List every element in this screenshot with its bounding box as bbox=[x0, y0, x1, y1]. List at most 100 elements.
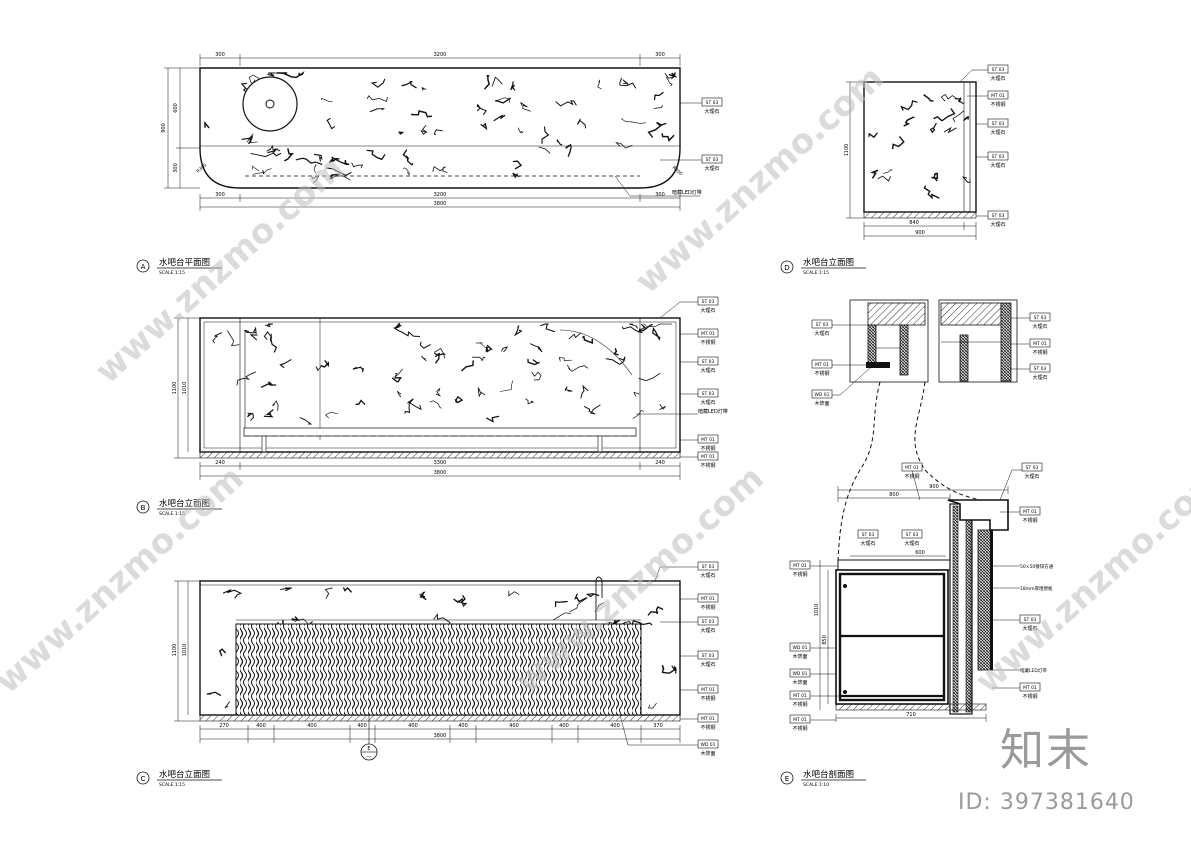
marble-vein bbox=[520, 102, 531, 112]
tag-e-d2-1: ST 03 大理石 bbox=[1011, 312, 1051, 330]
marble-vein bbox=[410, 110, 433, 118]
tag-d-4-code: ST 03 bbox=[992, 154, 1005, 160]
marble-vein bbox=[632, 409, 644, 419]
dim-a-top-3: 300 bbox=[655, 52, 665, 58]
tag-e-6: ST 03 大理石 bbox=[992, 614, 1041, 632]
section-marker-bottom: — bbox=[367, 754, 372, 760]
marble-vein bbox=[265, 323, 273, 328]
tag-e-left-3-code: WD 01 bbox=[792, 671, 807, 677]
marble-vein bbox=[647, 121, 667, 138]
tag-e-7: MT 01 不锈钢 bbox=[992, 682, 1041, 700]
marble-vein bbox=[558, 357, 572, 362]
brand-logo-text: 知末 bbox=[1000, 725, 1092, 776]
view-a-marker bbox=[136, 259, 150, 273]
marble-vein bbox=[638, 324, 653, 333]
tag-e-left-1-material: 不锈钢 bbox=[792, 571, 807, 578]
dim-c-texts: 270 400 400 400 400 400 400 400 400 370 bbox=[219, 723, 663, 729]
marble-vein bbox=[613, 348, 619, 356]
tag-e-5: MT 01 不锈钢 bbox=[1000, 506, 1041, 524]
dim-c-left-2: 1010 bbox=[182, 644, 188, 657]
view-c-letter: C bbox=[141, 775, 146, 783]
tag-e-4: ST 03 大理石 bbox=[901, 529, 923, 547]
marble-vein bbox=[513, 325, 523, 337]
tag-e-d2-3: ST 03 大理石 bbox=[1011, 363, 1051, 381]
tag-c-5-code: MT 01 bbox=[701, 687, 715, 693]
marble-vein bbox=[355, 399, 366, 406]
marble-vein bbox=[877, 175, 891, 182]
marble-vein bbox=[291, 616, 300, 622]
tag-b-6: MT 01 不锈钢 bbox=[680, 451, 719, 469]
marble-vein bbox=[398, 330, 421, 338]
section-countertop bbox=[837, 559, 951, 571]
marble-vein bbox=[453, 595, 466, 604]
dim-b-bottom-2: 3300 bbox=[434, 460, 447, 466]
marble-vein bbox=[227, 330, 240, 347]
marble-vein bbox=[940, 93, 958, 102]
marble-texture-d bbox=[868, 93, 971, 200]
marble-vein bbox=[556, 139, 563, 146]
marble-vein bbox=[279, 359, 292, 368]
tag-e-d2-3-material: 大理石 bbox=[1032, 374, 1047, 381]
marble-vein bbox=[263, 331, 273, 342]
dim-a-total: 3800 bbox=[434, 201, 447, 207]
dim-c-bottom-10: 370 bbox=[653, 723, 663, 729]
tag-d-4-material: 大理石 bbox=[990, 162, 1005, 169]
tag-c-7-code: WD 01 bbox=[700, 742, 715, 748]
marble-vein bbox=[313, 153, 323, 162]
marble-vein bbox=[868, 132, 878, 139]
tag-b-5: MT 01 不锈钢 bbox=[680, 434, 719, 452]
marble-vein bbox=[218, 648, 226, 657]
marble-vein bbox=[224, 701, 231, 709]
tag-e-fangguan: 50×50镀锌方通 bbox=[992, 563, 1054, 570]
marble-vein bbox=[485, 344, 493, 353]
tag-e-2: ST 03 大理石 bbox=[999, 462, 1043, 501]
tag-e-fangguan-text: 50×50镀锌方通 bbox=[1020, 563, 1054, 570]
elevation-view-b: 240 3300 240 3800 1100 1010 ST 03 大理石 MT… bbox=[136, 296, 728, 517]
marble-vein bbox=[652, 326, 661, 341]
marble-vein bbox=[621, 326, 643, 334]
view-c-title: 水吧台立面图 bbox=[159, 769, 210, 780]
elevation-view-c: 270 400 400 400 400 400 400 400 400 370 … bbox=[136, 561, 719, 788]
tag-e-3: ST 03 大理石 bbox=[857, 529, 879, 547]
tag-b-3: ST 03 大理石 bbox=[680, 356, 719, 374]
marble-vein bbox=[568, 332, 582, 340]
view-e-marker bbox=[780, 771, 794, 785]
dim-a-bottom-1: 300 bbox=[215, 192, 225, 198]
marble-vein bbox=[206, 691, 222, 696]
marble-vein bbox=[370, 78, 386, 88]
marble-vein bbox=[653, 105, 663, 110]
view-d-letter: D bbox=[784, 264, 789, 272]
marble-vein bbox=[432, 166, 448, 173]
plinth-b bbox=[199, 451, 681, 459]
section-view-e: ST 03 大理石 MT 01 不锈钢 WD 01 木饰面 ST 03 大理石 … bbox=[780, 299, 1054, 788]
marble-vein bbox=[629, 323, 638, 329]
tag-c-2-material: 不锈钢 bbox=[700, 604, 715, 611]
tag-c-3-code: ST 03 bbox=[702, 619, 715, 625]
marble-vein bbox=[495, 97, 511, 104]
counter-shelf-b bbox=[243, 427, 637, 437]
tag-d-2-code: MT 01 bbox=[991, 93, 1005, 99]
dim-e-left-1: 1010 bbox=[814, 604, 820, 617]
marble-vein bbox=[419, 593, 427, 601]
marble-vein bbox=[882, 169, 893, 174]
tag-e-left-5-material: 不锈钢 bbox=[792, 725, 807, 732]
tag-e-7-code: MT 01 bbox=[1023, 685, 1037, 691]
marble-vein bbox=[408, 401, 422, 411]
marble-vein bbox=[638, 372, 661, 382]
tag-b-5-material: 不锈钢 bbox=[700, 445, 715, 452]
marble-vein bbox=[279, 587, 292, 592]
tag-e-d2-2-code: MT 01 bbox=[1033, 341, 1047, 347]
dim-c-left-1: 1100 bbox=[172, 644, 178, 657]
tag-e-d1-3-code: WD 01 bbox=[814, 392, 829, 398]
marble-vein bbox=[401, 80, 417, 89]
tag-c-6-code: MT 01 bbox=[701, 716, 715, 722]
section-back-panel bbox=[977, 529, 993, 671]
marble-vein bbox=[527, 358, 540, 366]
view-d-title: 水吧台立面图 bbox=[803, 257, 854, 268]
tag-b-4: ST 03 大理石 bbox=[680, 388, 719, 406]
tag-e-2-code: ST 03 bbox=[1026, 465, 1039, 471]
view-a-letter: A bbox=[141, 263, 146, 271]
marble-vein bbox=[315, 366, 322, 372]
marble-vein bbox=[246, 133, 258, 143]
